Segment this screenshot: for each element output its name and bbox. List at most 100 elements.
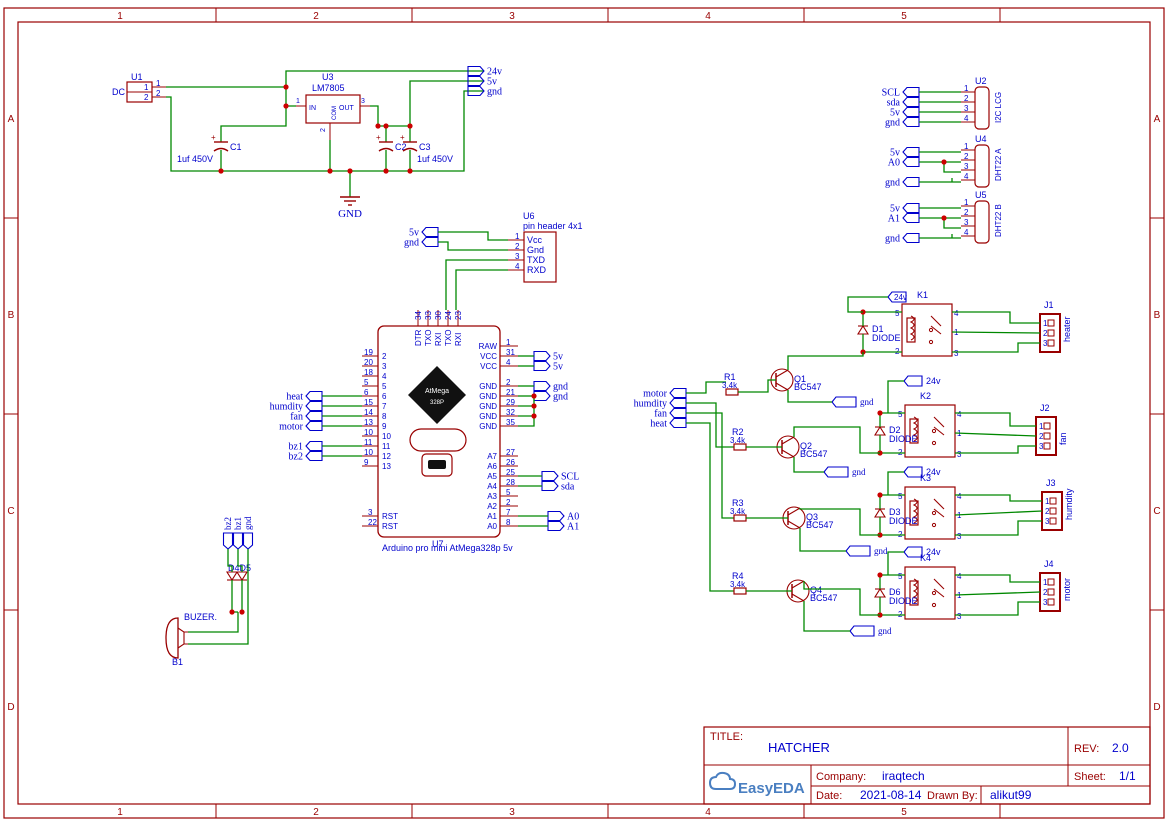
frame-col-label: 5 [901,807,907,818]
pin-num: 2 [144,93,149,102]
wire [686,402,734,448]
net-flag-label: fan [290,412,303,423]
pin-num: 4 [506,358,511,367]
wire [955,520,1042,536]
net-flag [305,410,323,422]
relay-ref: K2 [920,391,931,401]
relay-body [901,303,953,357]
cap-ref: C1 [230,142,242,152]
u3-name: LM7805 [312,83,345,93]
frame-col-label: 4 [705,807,711,818]
resistor-ref: R1 [724,372,736,382]
pin-num: 30 [434,311,443,320]
pin-name: GND [479,382,497,391]
pin-name: 4 [382,372,387,381]
drawn-value: alikut99 [990,788,1032,802]
pin-num: 4 [957,572,962,581]
net-flag [845,545,871,557]
pin-num: 1 [1039,422,1044,431]
date-label: Date: [816,790,842,802]
wire [227,549,233,572]
net-flag [467,85,485,97]
outer-border [3,7,1165,819]
pin-name: A4 [487,482,497,491]
junction-dot [283,84,289,90]
transistor-collector [781,436,795,445]
net-flag-label: gnd [553,392,568,403]
pin-num: 1 [144,83,149,92]
pin-name: GND [479,422,497,431]
relay-contact [930,325,942,335]
resistor-value: 3.4k [730,507,746,516]
pin-num: 14 [364,408,373,417]
pin-name: 10 [382,432,391,441]
frame-col-label: 1 [117,807,123,818]
cap-plate [378,147,394,152]
net-flag-label: bz2 [289,452,303,463]
pin-name: Gnd [527,245,544,255]
pin-num: 20 [364,358,373,367]
net-flag [849,625,875,637]
u6-ref: U6 [523,211,535,221]
jack-pin [1043,422,1051,430]
pin-num: 1 [1045,497,1050,506]
sensor-ref: U4 [975,134,987,144]
pin-num: 4 [964,228,969,237]
jack-ref: J1 [1044,300,1054,310]
pin-num: 2 [1045,507,1050,516]
pin-num: 5 [898,572,903,581]
frame-col-label: 3 [509,11,515,22]
sensor-ref: U5 [975,190,987,200]
wire [799,528,846,552]
pin-num: 3 [368,508,373,517]
diode-icon [857,324,869,335]
wire [887,380,904,413]
junction-dot [347,168,353,174]
pin-num: 2 [964,94,969,103]
net-flag-label: gnd [885,118,900,129]
pin-num: 3 [964,218,969,227]
pin-name: VCC [480,362,497,371]
frame-row-label: D [1153,702,1160,713]
jack-ref: J2 [1040,403,1050,413]
buzzer-icon [177,627,185,649]
transistor-value: BC547 [810,593,838,603]
relay-contact [933,498,945,510]
cap-value: 1uf 450V [177,154,213,164]
pin-name: GND [479,392,497,401]
diode-ref: D1 [872,324,884,334]
net-flag-label: sda [561,482,575,493]
pin-num: 1 [964,142,969,151]
net-flag-label: gnd [885,234,900,245]
pin-num: 2 [515,242,520,251]
wire [955,412,1036,427]
pin-name: 9 [382,422,387,431]
jack-pin [1047,339,1055,347]
pin-name: A3 [487,492,497,501]
wire [793,457,824,473]
pin-name: TXO [424,330,433,346]
net-flag [242,532,254,550]
wire [887,471,904,495]
junction-dot [531,413,537,419]
pin-num: 3 [964,104,969,113]
frame-row-label: B [1154,310,1161,321]
resistor-ref: R3 [732,498,744,508]
chip-label: 328P [430,400,444,406]
net-flag [533,380,551,392]
pin-num: 13 [364,418,373,427]
sensor-connector [974,86,990,130]
pin-num: 2 [1043,588,1048,597]
contact-point [928,327,934,333]
jack-pin [1047,319,1055,327]
u6-name: pin header 4x1 [523,221,583,231]
net-flag-label: 5v [409,228,419,239]
pin-num: 3 [964,162,969,171]
net-flag-label: 24v [926,376,941,386]
relay-drivers: motorhumdityfanheatR13.4kQ1BC547K152413D… [634,290,1074,637]
net-flag-label: 24v [487,67,502,78]
contact-point [931,510,937,516]
wire [518,406,535,417]
